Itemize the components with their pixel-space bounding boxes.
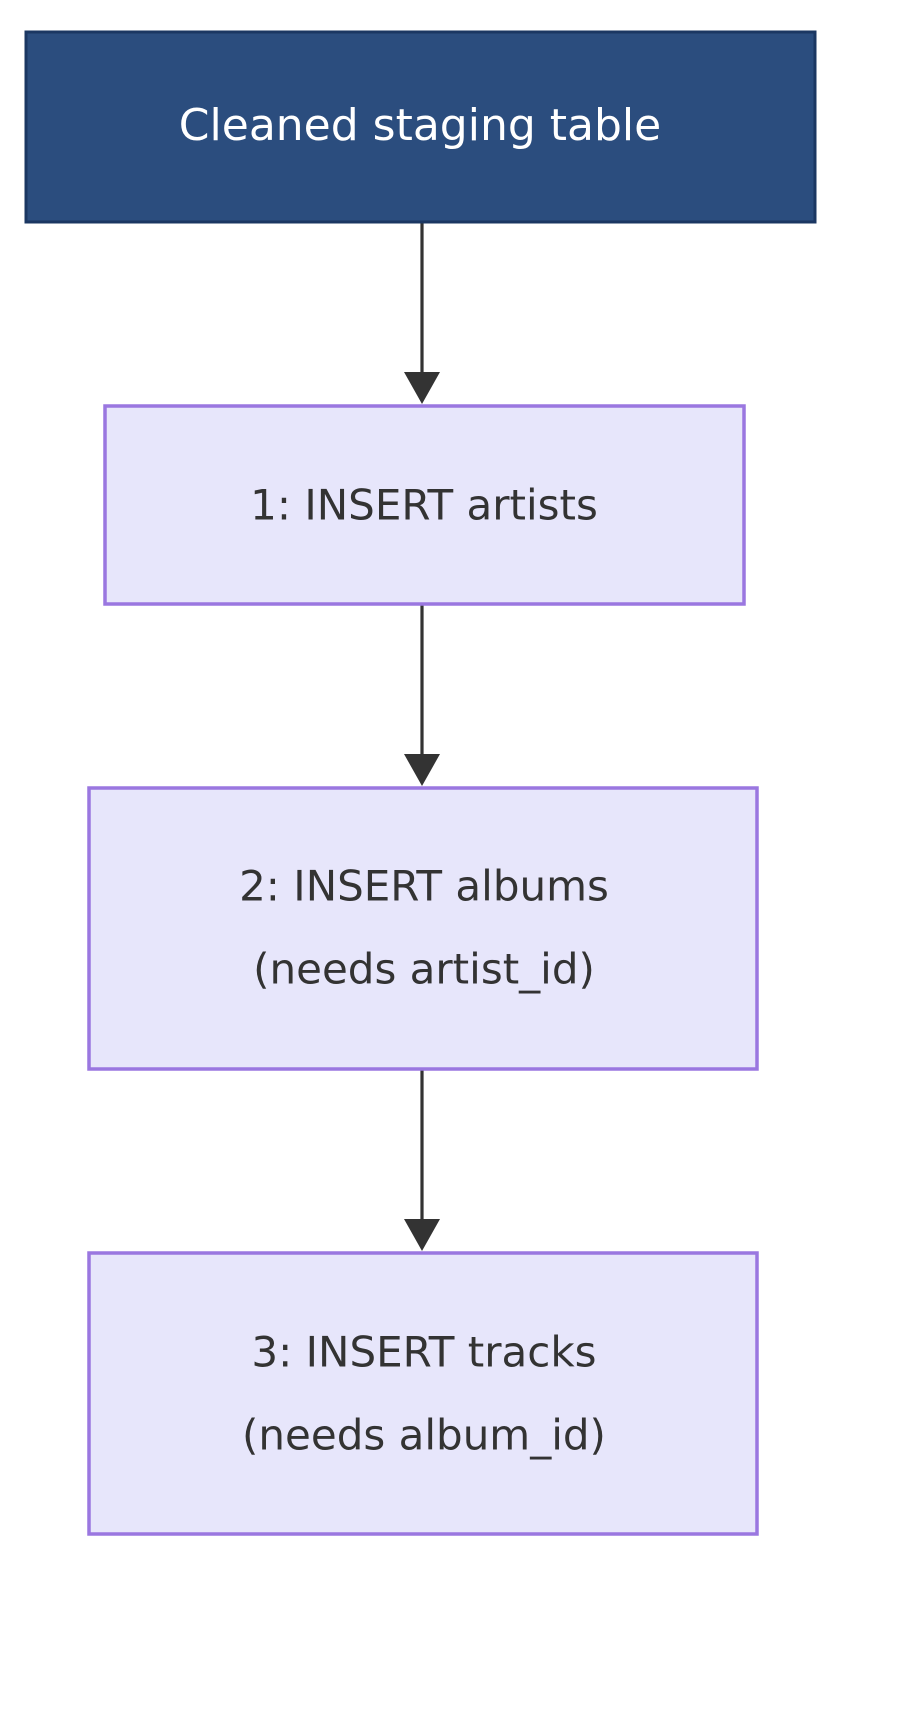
node-step2-shape[interactable] (87, 786, 759, 1071)
edge-staging-to-step1 (404, 222, 440, 404)
arrow-head-icon (404, 754, 440, 786)
arrow-head-icon (404, 372, 440, 404)
node-step3-label-line1: 3: INSERT tracks (251, 1328, 596, 1377)
node-staging-label: Cleaned staging table (179, 100, 661, 151)
node-step2[interactable]: 2: INSERT albums (needs artist_id) (87, 786, 759, 1071)
node-step2-label-line1: 2: INSERT albums (239, 862, 609, 911)
node-step1-shape[interactable] (103, 404, 746, 606)
node-step3-label-line2: (needs album_id) (242, 1411, 606, 1460)
node-staging-shape[interactable] (24, 30, 817, 224)
arrow-head-icon (404, 1219, 440, 1251)
node-step1[interactable]: 1: INSERT artists (103, 404, 746, 606)
node-step3[interactable]: 3: INSERT tracks (needs album_id) (87, 1251, 759, 1536)
edge-step2-to-step3 (404, 1070, 440, 1251)
node-staging[interactable]: Cleaned staging table (24, 30, 817, 224)
edge-step1-to-step2 (404, 605, 440, 786)
node-step1-label: 1: INSERT artists (250, 481, 598, 530)
node-step3-shape[interactable] (87, 1251, 759, 1536)
node-step2-label-line2: (needs artist_id) (253, 945, 595, 994)
